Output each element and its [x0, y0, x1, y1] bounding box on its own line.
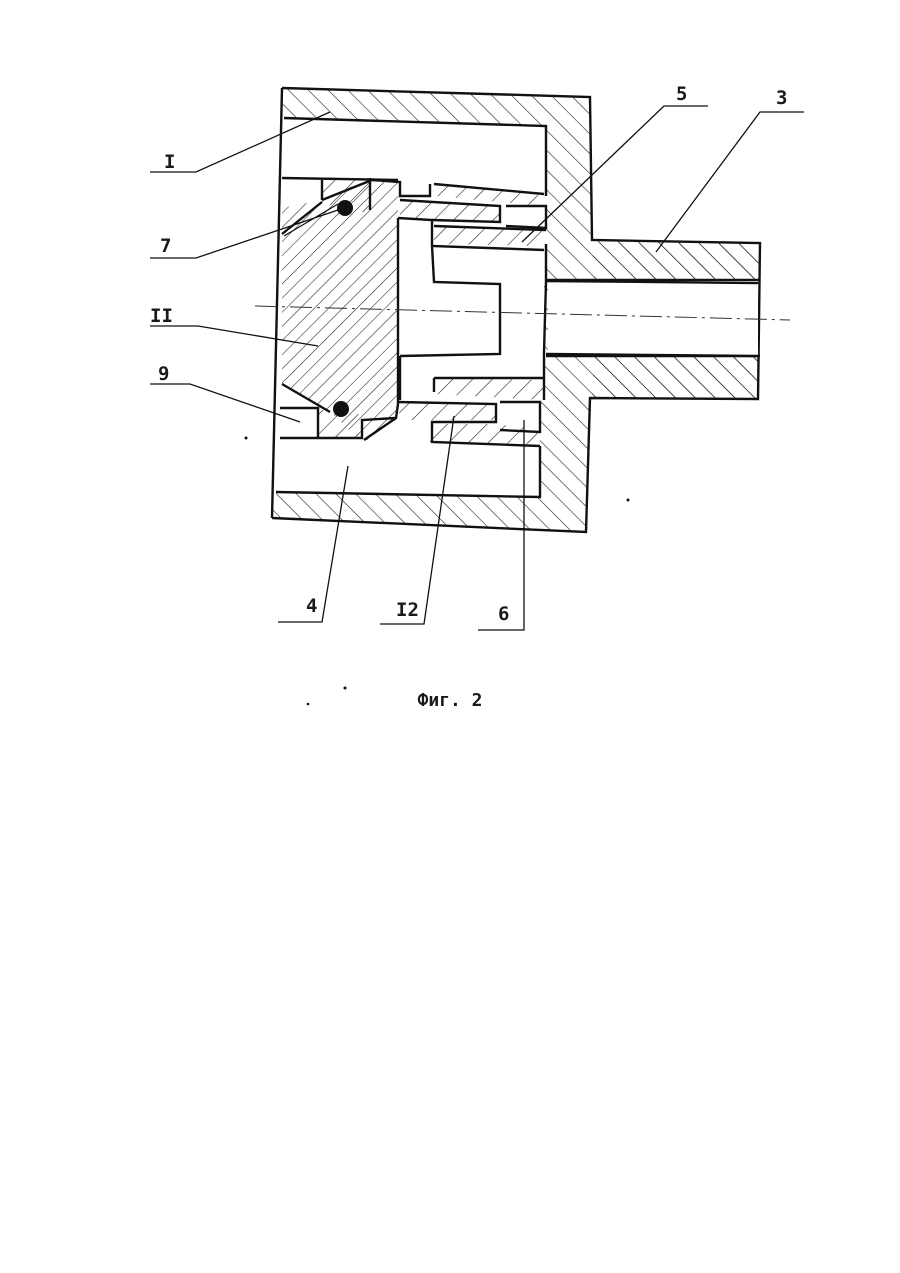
- label-5: 5: [676, 83, 687, 105]
- label-3: 3: [776, 87, 787, 109]
- label-7: 7: [160, 235, 171, 257]
- label-1: I: [164, 151, 175, 173]
- lower-ball: [333, 401, 349, 417]
- pipe-wall-bottom: [592, 356, 758, 398]
- label-9: 9: [158, 363, 169, 385]
- pipe-wall-top: [592, 242, 760, 281]
- lower-ring: [434, 378, 544, 400]
- cross-section-diagram: I 7 II 9 4 I2 6 5 3: [0, 0, 900, 760]
- label-11: II: [150, 305, 173, 327]
- leader-9: [150, 384, 300, 422]
- left-wall: [272, 88, 282, 518]
- figure-caption: Фиг. 2: [0, 690, 900, 711]
- label-6: 6: [498, 603, 509, 625]
- upper-ball: [337, 200, 353, 216]
- label-4: 4: [306, 595, 317, 617]
- scan-speck: [627, 499, 630, 502]
- leader-1: [150, 112, 330, 172]
- lower-ring-2: [428, 424, 540, 444]
- scan-speck: [245, 437, 248, 440]
- housing-inner-bottom: [276, 446, 540, 497]
- leader-3: [656, 112, 804, 252]
- label-12: I2: [396, 599, 419, 621]
